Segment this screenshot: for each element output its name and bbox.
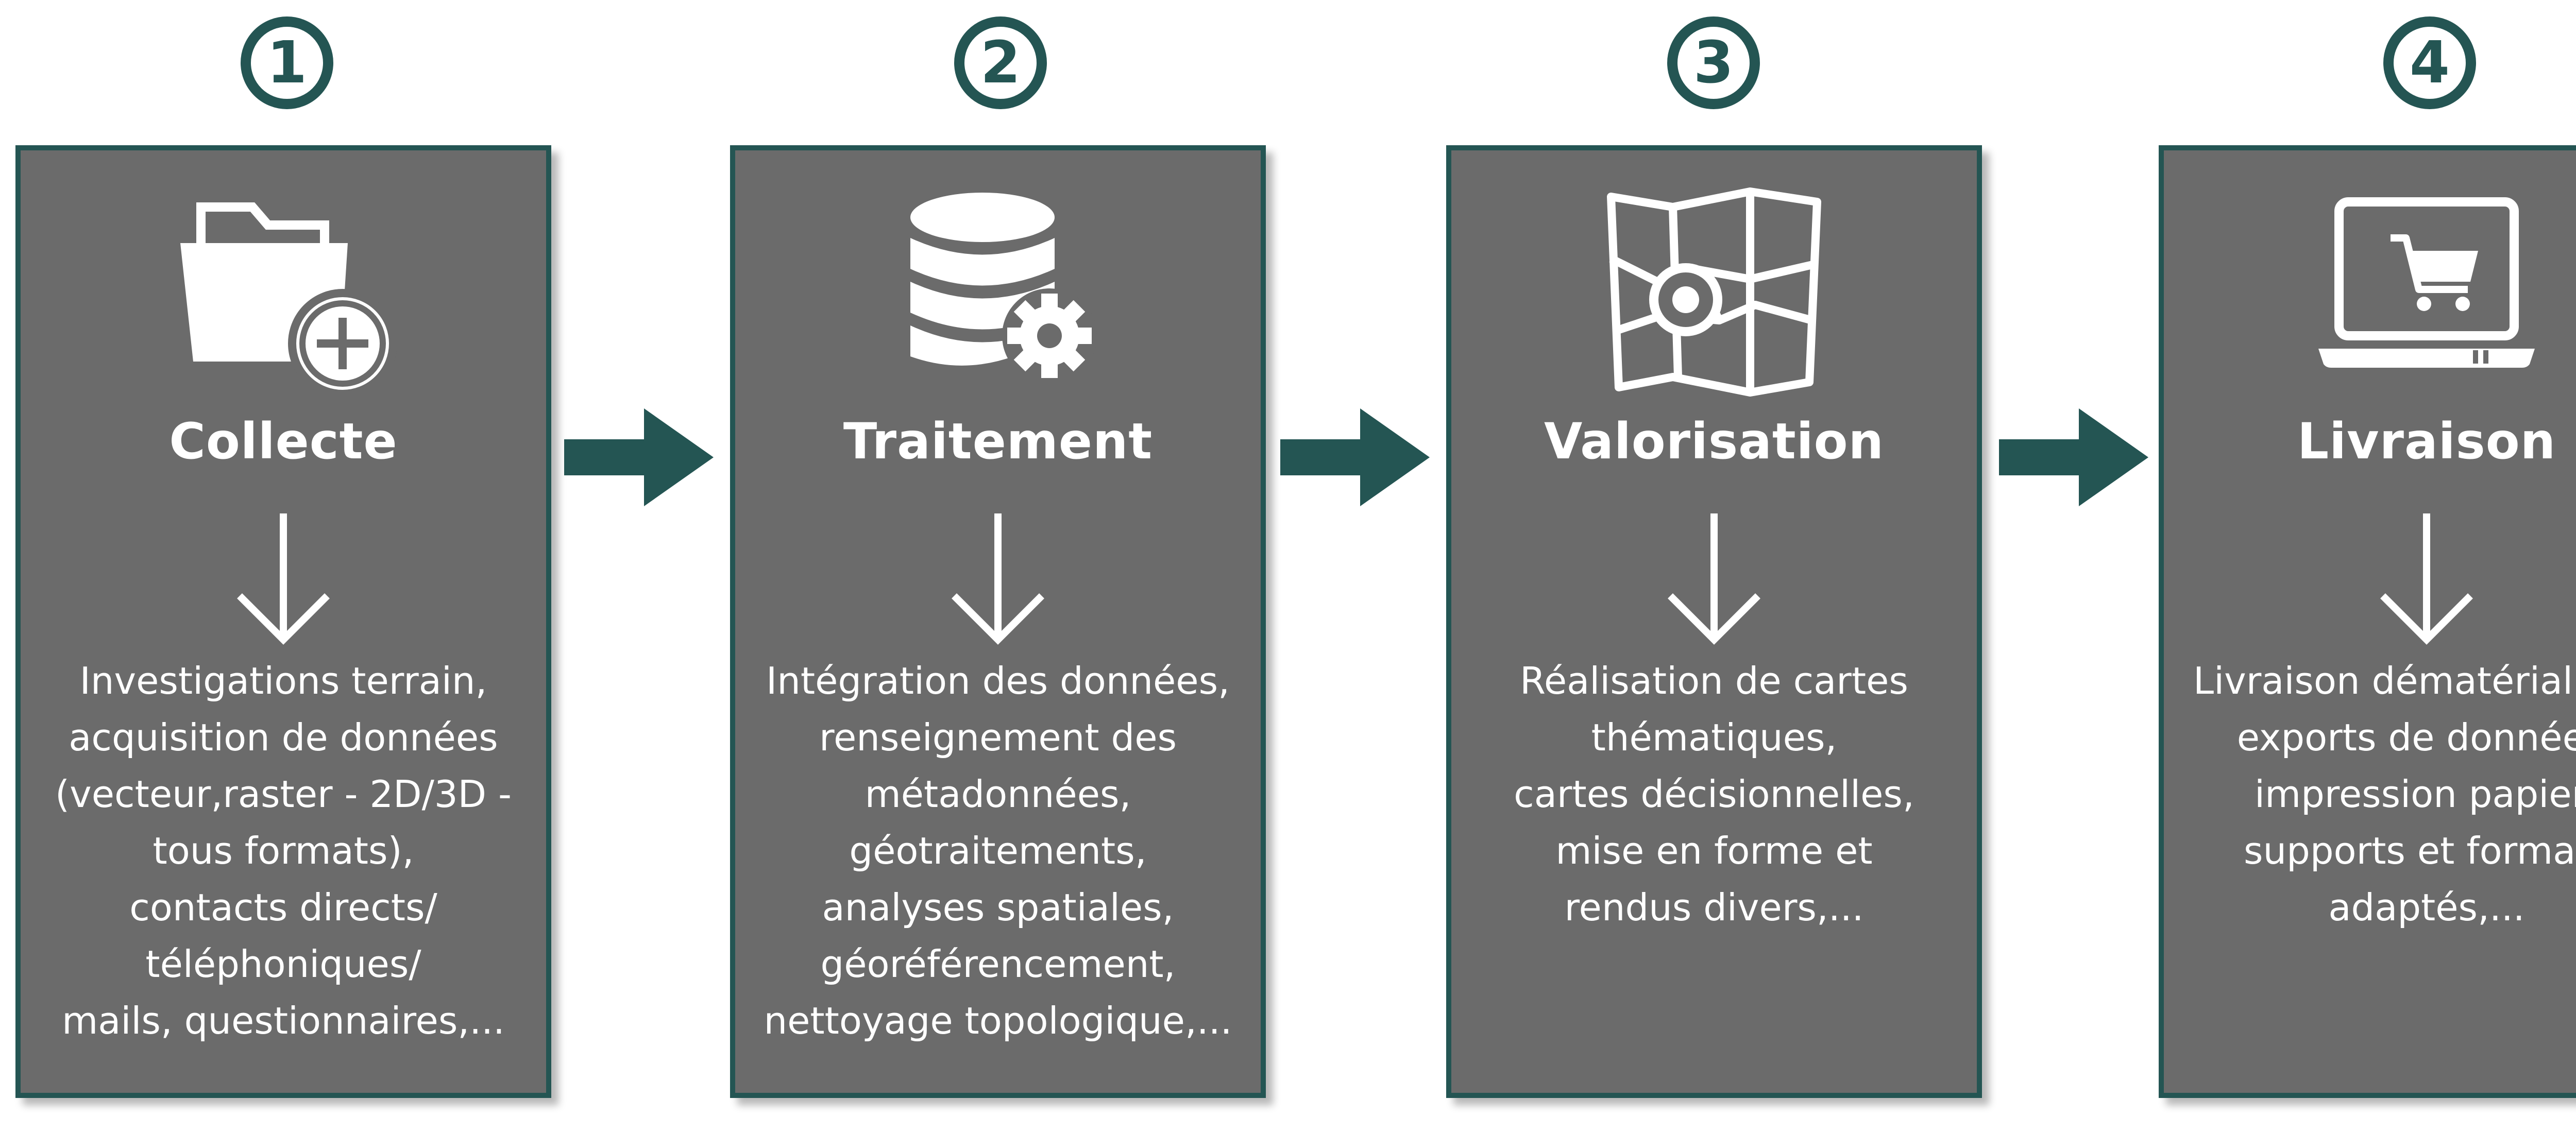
- step-panel-valorisation: Valorisation Réalisation de cartes théma…: [1446, 145, 1982, 1098]
- description-line: acquisition de données: [69, 716, 498, 759]
- description-line: cartes décisionnelles,: [1514, 772, 1914, 816]
- database-gear-icon: [910, 193, 1097, 383]
- description-line: métadonnées,: [865, 772, 1131, 816]
- description-line: adaptés,...: [2328, 886, 2525, 929]
- flow-arrow-icon-1: [564, 408, 714, 506]
- description-line: Livraison dématérialisée,: [2193, 659, 2576, 702]
- description-line: rendus divers,...: [1564, 886, 1864, 929]
- step-title: Traitement: [843, 413, 1153, 470]
- step-panel-traitement: Traitement Intégration des données, rens…: [730, 145, 1266, 1098]
- step-title: Collecte: [169, 413, 398, 470]
- arrow-down-icon: [2380, 513, 2473, 645]
- step-number-badge-2: 2: [954, 16, 1047, 109]
- description-line: impression papier,: [2254, 772, 2576, 816]
- description-line: renseignement des: [819, 716, 1177, 759]
- description-line: contacts directs/: [129, 886, 437, 929]
- step-panel-collecte: Collecte Investigations terrain, acquisi…: [15, 145, 551, 1098]
- description-line: thématiques,: [1591, 716, 1837, 759]
- description-line: tous formats),: [152, 829, 414, 872]
- step-description: Intégration des données, renseignement d…: [745, 653, 1250, 1049]
- step-panel-livraison: Livraison Livraison dématérialisée, expo…: [2159, 145, 2576, 1098]
- arrow-down-icon: [952, 513, 1044, 645]
- description-line: géotraitements,: [849, 829, 1147, 872]
- description-line: Intégration des données,: [766, 659, 1230, 702]
- description-line: téléphoniques/: [145, 942, 421, 986]
- description-line: Investigations terrain,: [79, 659, 487, 702]
- description-line: mise en forme et: [1555, 829, 1873, 872]
- flow-arrow-icon-2: [1280, 408, 1430, 506]
- description-line: nettoyage topologique,...: [764, 999, 1232, 1042]
- step-title: Livraison: [2297, 413, 2556, 470]
- step-number-badge-4: 4: [2383, 16, 2476, 109]
- laptop-cart-icon: [2318, 197, 2535, 368]
- step-title: Valorisation: [1544, 413, 1884, 470]
- description-line: Réalisation de cartes: [1520, 659, 1908, 702]
- map-pin-icon: [1607, 187, 1821, 397]
- flow-arrow-icon-3: [1999, 408, 2148, 506]
- folder-plus-icon: [180, 202, 397, 398]
- step-description: Livraison dématérialisée, exports de don…: [2174, 653, 2576, 936]
- step-number-badge-3: 3: [1667, 16, 1760, 109]
- description-line: exports de données,: [2236, 716, 2576, 759]
- step-description: Investigations terrain, acquisition de d…: [31, 653, 536, 1049]
- description-line: mails, questionnaires,...: [62, 999, 505, 1042]
- description-line: (vecteur,raster - 2D/3D -: [55, 772, 512, 816]
- description-line: géoréférencement,: [820, 942, 1176, 986]
- arrow-down-icon: [237, 513, 330, 645]
- step-number-badge-1: 1: [241, 16, 333, 109]
- step-description: Réalisation de cartes thématiques, carte…: [1462, 653, 1967, 936]
- description-line: supports et formats: [2244, 829, 2576, 872]
- arrow-down-icon: [1668, 513, 1760, 645]
- description-line: analyses spatiales,: [822, 886, 1174, 929]
